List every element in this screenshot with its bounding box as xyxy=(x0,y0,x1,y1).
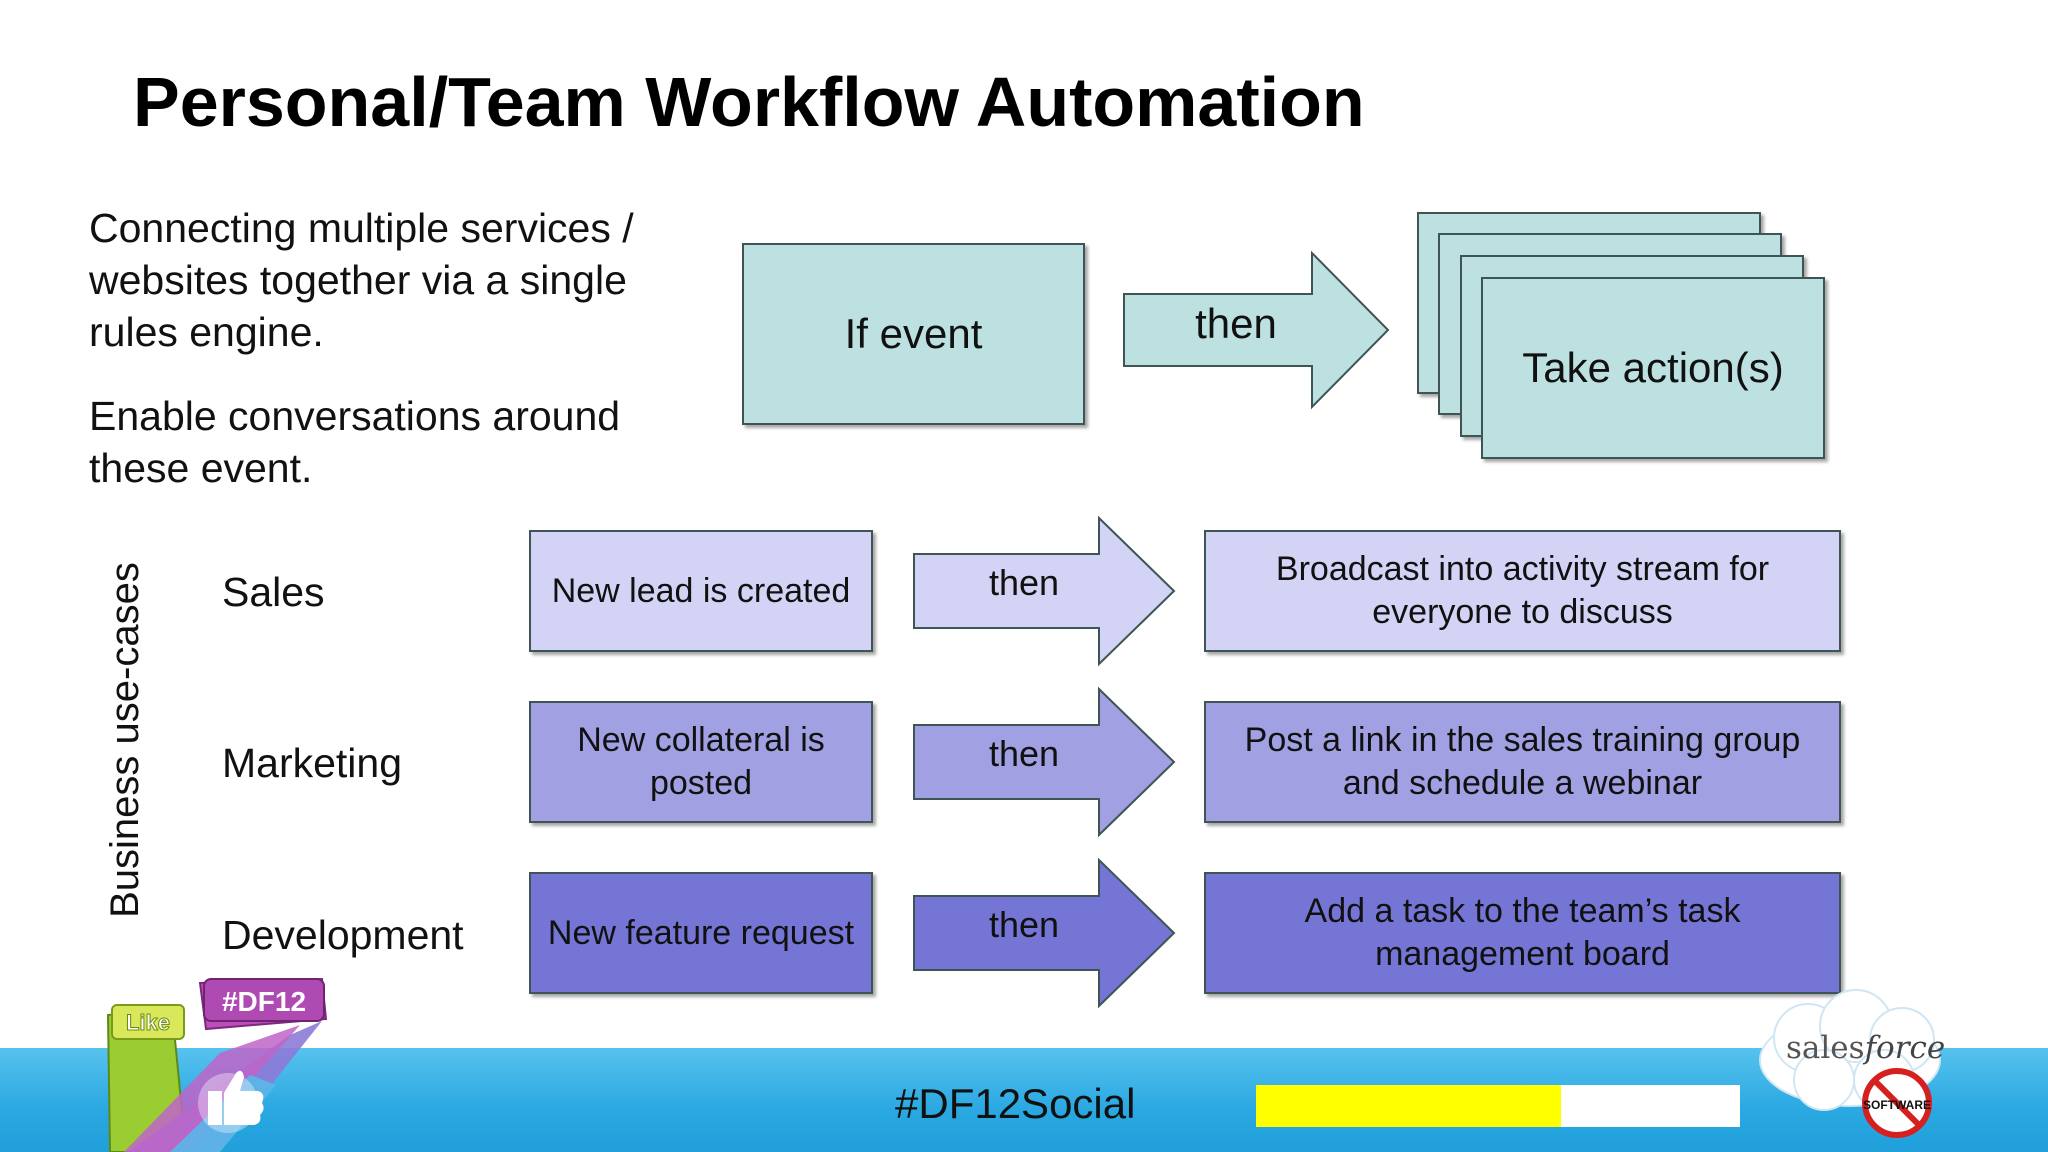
logo-sales-text: sales xyxy=(1786,1030,1865,1066)
row-label-sales: Sales xyxy=(222,569,325,615)
take-action-box: Take action(s) xyxy=(1481,277,1825,459)
logo-force-text: force xyxy=(1864,1030,1946,1066)
trigger-box-sales: New lead is created xyxy=(529,530,873,652)
if-event-label: If event xyxy=(844,310,983,357)
if-event-box: If event xyxy=(742,243,1085,425)
salesforce-logo-text: salesforce xyxy=(1786,1030,1945,1066)
row-then-label: then xyxy=(988,733,1060,774)
progress-fill xyxy=(1256,1085,1561,1127)
row-then-label: then xyxy=(988,562,1060,603)
no-software-stamp-icon: SOFTWARE xyxy=(1862,1068,1932,1138)
action-box-sales: Broadcast into activity stream for every… xyxy=(1204,530,1841,652)
header-then-arrow xyxy=(1123,250,1390,410)
df12-like-badge-icon: Like #DF12 xyxy=(106,977,328,1152)
page-title: Personal/Team Workflow Automation xyxy=(133,63,1365,141)
trigger-box-marketing: New collateral is posted xyxy=(529,701,873,823)
header-then-label: then xyxy=(1195,300,1277,347)
thumbs-up-icon xyxy=(198,1070,264,1133)
trigger-label: New lead is created xyxy=(551,571,851,610)
intro-paragraph-1: Connecting multiple services / websites … xyxy=(89,205,634,355)
progress-bar xyxy=(1256,1085,1740,1127)
row-then-arrow xyxy=(913,857,1176,1009)
business-usecases-label: Business use-cases xyxy=(103,562,147,918)
badge-like-text: Like xyxy=(126,1010,170,1035)
row-then-arrow xyxy=(913,686,1176,838)
badge-tag-text: #DF12 xyxy=(222,986,306,1017)
action-label: Post a link in the sales training group … xyxy=(1244,721,1801,802)
row-then-label: then xyxy=(988,904,1060,945)
row-then-arrow xyxy=(913,515,1176,667)
row-label-development: Development xyxy=(222,912,464,958)
intro-paragraph-2: Enable conversations around these event. xyxy=(89,393,621,491)
row-label-marketing: Marketing xyxy=(222,740,403,786)
action-box-development: Add a task to the team’s task management… xyxy=(1204,872,1841,994)
action-box-marketing: Post a link in the sales training group … xyxy=(1204,701,1841,823)
action-label: Add a task to the team’s task management… xyxy=(1304,892,1741,973)
intro-text: Connecting multiple services / websites … xyxy=(89,202,709,526)
action-label: Broadcast into activity stream for every… xyxy=(1275,550,1770,631)
take-action-label: Take action(s) xyxy=(1522,344,1784,391)
trigger-label: New feature request xyxy=(547,913,855,952)
trigger-label: New collateral is posted xyxy=(577,721,825,802)
trigger-box-development: New feature request xyxy=(529,872,873,994)
stamp-text: SOFTWARE xyxy=(1863,1098,1931,1112)
hashtag-text: #DF12Social xyxy=(895,1080,1136,1127)
